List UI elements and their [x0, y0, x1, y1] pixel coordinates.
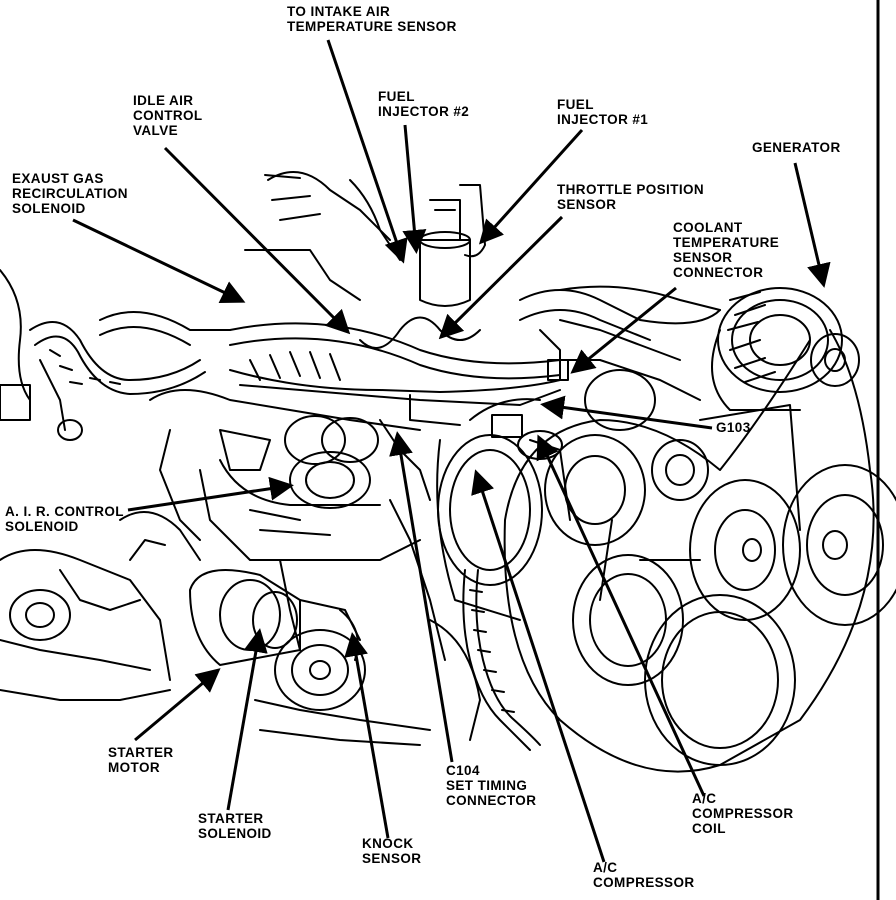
- label-generator: GENERATOR: [752, 140, 841, 155]
- arrow-ac-coil: [536, 434, 706, 797]
- arrow-fuel-injector-2: [402, 124, 427, 254]
- arrow-throttle-position: [438, 215, 564, 340]
- arrow-coolant-temp: [570, 286, 677, 374]
- valve-cover-drawing: [539, 285, 721, 401]
- arrow-egr: [72, 218, 246, 304]
- arrow-fuel-injector-1: [478, 128, 584, 245]
- label-idle-air-control-valve: IDLE AIR CONTROL VALVE: [133, 93, 203, 138]
- lower-harness-drawing: [462, 359, 569, 751]
- arrow-air-control: [127, 476, 294, 512]
- label-c104-set-timing-connector: C104 SET TIMING CONNECTOR: [446, 763, 537, 808]
- pulleys-drawing: [503, 329, 896, 773]
- starter-drawing: [189, 569, 431, 746]
- label-air-control-solenoid: A. I. R. CONTROL SOLENOID: [5, 504, 124, 534]
- transmission-drawing: [0, 511, 201, 701]
- intake-drawing: [244, 171, 486, 307]
- label-starter-motor: STARTER MOTOR: [108, 745, 174, 775]
- label-egr-solenoid: EXAUST GAS RECIRCULATION SOLENOID: [12, 171, 128, 216]
- label-knock-sensor: KNOCK SENSOR: [362, 836, 422, 866]
- arrow-starter-solenoid: [226, 628, 268, 811]
- label-fuel-injector-1: FUEL INJECTOR #1: [557, 97, 649, 127]
- label-g103: G103: [716, 420, 751, 435]
- left-harness-drawing: [0, 269, 231, 441]
- arrow-idle-air: [163, 146, 351, 335]
- arrow-starter-motor: [134, 668, 221, 742]
- label-fuel-injector-2: FUEL INJECTOR #2: [378, 89, 470, 119]
- arrow-generator: [793, 162, 831, 288]
- arrow-c104: [389, 431, 454, 763]
- label-coolant-temperature-sensor: COOLANT TEMPERATURE SENSOR CONNECTOR: [673, 220, 780, 280]
- arrow-intake-air-sensor: [326, 39, 408, 264]
- label-ac-compressor: A/C COMPRESSOR: [593, 860, 695, 890]
- label-intake-air-sensor: TO INTAKE AIR TEMPERATURE SENSOR: [287, 4, 457, 34]
- label-starter-solenoid: STARTER SOLENOID: [198, 811, 272, 841]
- arrow-knock-sensor: [344, 632, 390, 839]
- generator-drawing: [711, 287, 860, 411]
- arrow-ac-compressor: [471, 469, 606, 863]
- harness-drawing: [229, 289, 721, 426]
- arrow-g103: [540, 395, 713, 430]
- label-throttle-position-sensor: THROTTLE POSITION SENSOR: [557, 182, 705, 212]
- label-ac-compressor-coil: A/C COMPRESSOR COIL: [692, 791, 794, 836]
